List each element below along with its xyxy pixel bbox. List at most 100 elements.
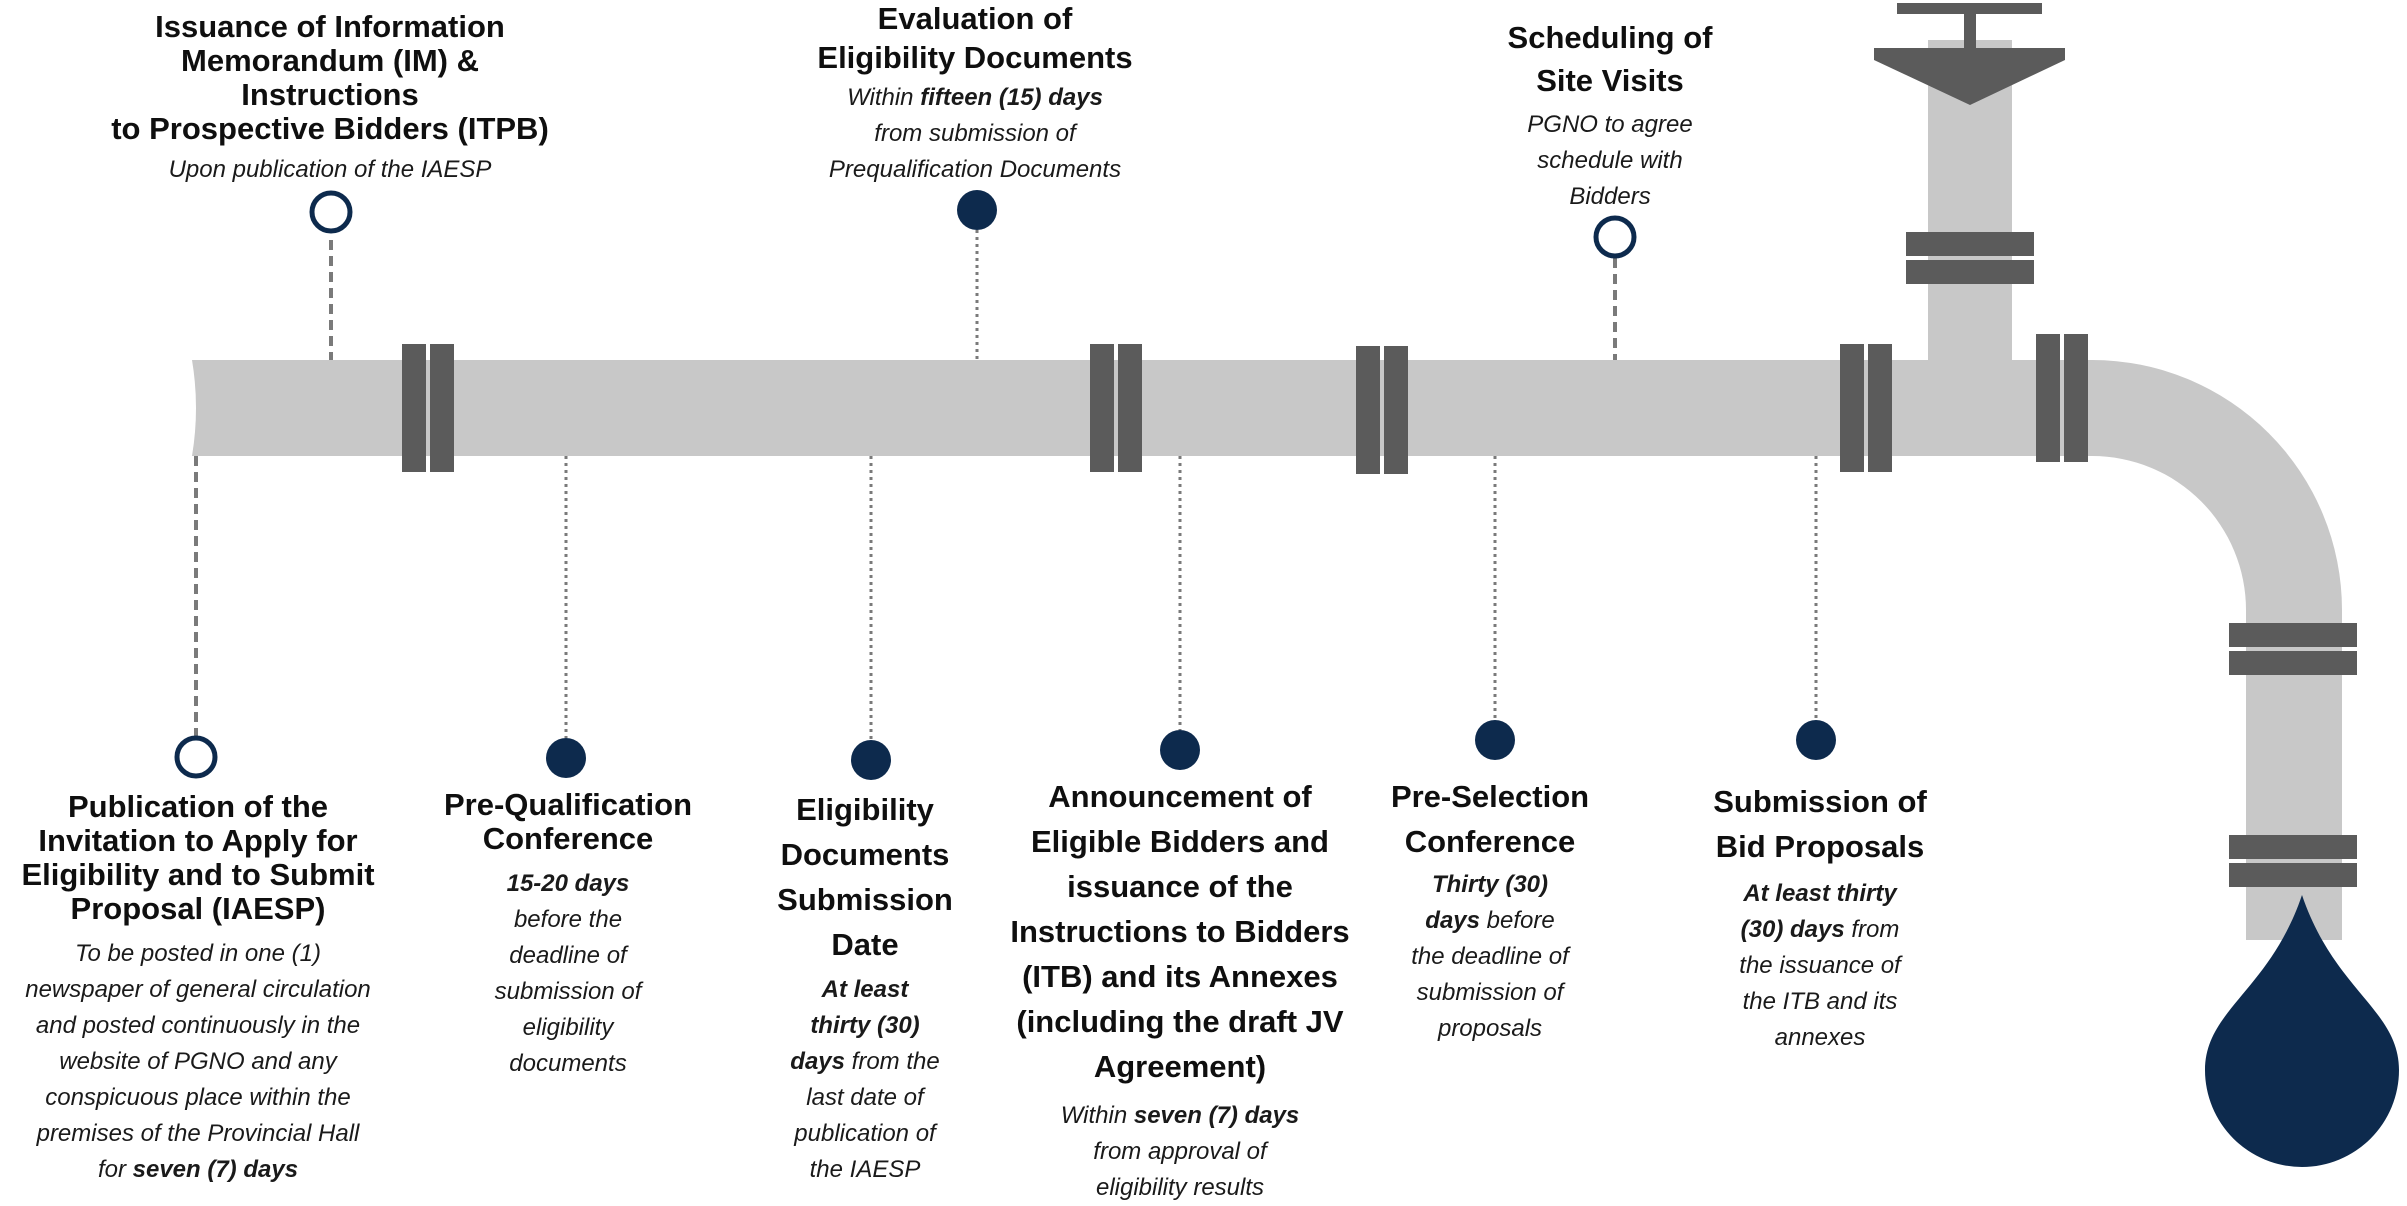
description-text: the IAESP	[809, 1155, 921, 1183]
description-text: deadline of	[509, 942, 627, 970]
description-text: for	[97, 1156, 133, 1184]
valve-handle-bar	[1897, 3, 2042, 14]
description-text: eligibility	[522, 1014, 614, 1042]
milestone-publication: Publication of the Invitation to Apply f…	[0, 789, 396, 1188]
milestone-description: Within fifteen (15) days from submission …	[770, 80, 1180, 188]
valve-wheel	[1874, 48, 2065, 105]
description-emphasis: fifteen (15) days	[920, 83, 1103, 111]
pipe-coupling	[1090, 344, 1114, 472]
description-line: schedule with	[1470, 143, 1750, 179]
description-text: schedule with	[1537, 146, 1683, 174]
milestone-title: Publication of the Invitation to Apply f…	[21, 789, 375, 927]
pipe-coupling	[2064, 334, 2088, 462]
description-line: documents	[418, 1046, 718, 1082]
outlet-couplings	[2229, 623, 2357, 887]
description-line: proposals	[1360, 1011, 1620, 1047]
description-text: Bidders	[1569, 182, 1651, 210]
milestone-site-visits: Scheduling of Site Visits PGNO to agree s…	[1470, 16, 1750, 215]
description-line: Bidders	[1470, 179, 1750, 215]
description-text: Within	[847, 83, 921, 111]
description-line: PGNO to agree	[1470, 107, 1750, 143]
description-text: the ITB and its	[1742, 987, 1898, 1015]
description-emphasis: days	[790, 1047, 845, 1075]
description-text: annexes	[1774, 1023, 1866, 1051]
description-emphasis: seven (7) days	[1133, 1101, 1300, 1129]
description-emphasis: days	[1425, 906, 1480, 934]
water-drop-icon	[2205, 895, 2399, 1167]
description-line: website of PGNO and any	[0, 1044, 396, 1080]
description-line: annexes	[1670, 1020, 1970, 1056]
milestone-announcement: Announcement of Eligible Bidders and iss…	[990, 775, 1370, 1206]
marker-eligibility-submission	[851, 740, 891, 780]
description-line: 15-20 days	[418, 866, 718, 902]
description-line: days before	[1360, 903, 1620, 939]
marker-prequalification	[546, 738, 586, 778]
description-line: Within seven (7) days	[990, 1098, 1370, 1134]
description-text: submission of	[494, 978, 642, 1006]
description-line: newspaper of general circulation	[0, 972, 396, 1008]
marker-evaluation	[957, 190, 997, 230]
description-emphasis: Thirty (30)	[1431, 870, 1548, 898]
pipe-coupling	[430, 344, 454, 472]
description-line: To be posted in one (1)	[0, 936, 396, 972]
description-text: from	[1844, 915, 1900, 943]
description-line: (30) days from	[1670, 912, 1970, 948]
description-line: Within fifteen (15) days	[770, 80, 1180, 116]
milestone-description: 15-20 days before the deadline of submissio…	[418, 866, 718, 1082]
marker-publication	[174, 735, 218, 779]
description-text: before	[1479, 906, 1555, 934]
outlet-coupling	[2229, 835, 2357, 859]
description-text: before the	[513, 906, 623, 934]
milestone-title: Submission of Bid Proposals	[1713, 784, 1927, 864]
marker-bid-submission	[1796, 720, 1836, 760]
description-text: To be posted in one (1)	[75, 940, 321, 968]
description-line: days from the	[740, 1044, 990, 1080]
description-line: deadline of	[418, 938, 718, 974]
outlet-coupling	[2229, 651, 2357, 675]
description-line: the IAESP	[740, 1152, 990, 1188]
milestone-title: Announcement of Eligible Bidders and iss…	[1010, 779, 1350, 1084]
description-text: conspicuous place within the	[45, 1084, 351, 1112]
marker-preselection	[1475, 720, 1515, 760]
description-line: At least	[740, 972, 990, 1008]
milestone-description: Upon publication of the IAESP	[110, 152, 550, 188]
pipe-coupling	[1356, 346, 1380, 474]
milestone-title: Eligibility Documents Submission Date	[777, 792, 953, 962]
pipe-coupling	[402, 344, 426, 472]
milestone-evaluation: Evaluation of Eligibility Documents With…	[770, 0, 1180, 188]
description-emphasis: seven (7) days	[132, 1156, 299, 1184]
description-text: the issuance of	[1739, 951, 1901, 979]
description-text: documents	[509, 1050, 627, 1078]
description-line: conspicuous place within the	[0, 1080, 396, 1116]
pipe-coupling	[1868, 344, 1892, 472]
description-line: from approval of	[990, 1134, 1370, 1170]
description-line: premises of the Provincial Hall	[0, 1116, 396, 1152]
valve-stem	[1964, 10, 1976, 52]
description-line: from submission of	[770, 116, 1180, 152]
description-emphasis: At least	[821, 975, 909, 1003]
description-line: eligibility	[418, 1010, 718, 1046]
marker-issuance-im	[309, 190, 353, 234]
description-text: submission of	[1416, 978, 1564, 1006]
description-text: eligibility results	[1095, 1173, 1265, 1201]
milestone-preselection: Pre-Selection Conference Thirty (30)days…	[1360, 775, 1620, 1047]
description-text: proposals	[1437, 1014, 1543, 1042]
description-line: eligibility results	[990, 1170, 1370, 1206]
description-line: last date of	[740, 1080, 990, 1116]
description-text: Upon publication of the IAESP	[168, 156, 492, 184]
description-text: from the	[845, 1047, 940, 1075]
milestone-title: Scheduling of Site Visits	[1507, 20, 1713, 99]
description-text: from submission of	[874, 119, 1076, 147]
description-text: premises of the Provincial Hall	[36, 1120, 360, 1148]
description-line: thirty (30)	[740, 1008, 990, 1044]
marker-announcement	[1160, 730, 1200, 770]
description-line: the deadline of	[1360, 939, 1620, 975]
description-line: the ITB and its	[1670, 984, 1970, 1020]
pipe-couplings	[402, 334, 2088, 474]
